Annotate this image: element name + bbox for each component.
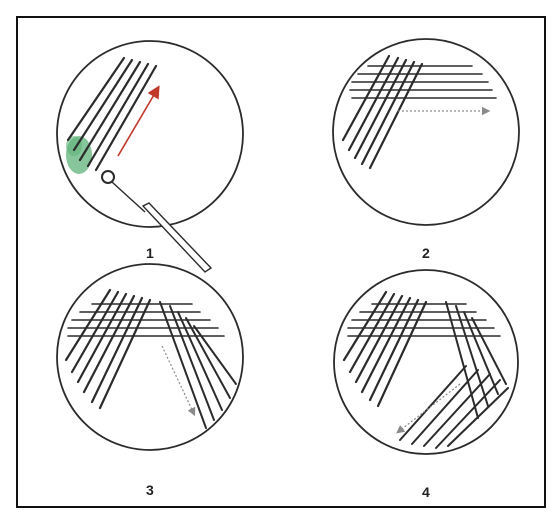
panel-2-label: 2 — [422, 245, 430, 261]
petri-dish-icon — [333, 39, 519, 225]
petri-dish-icon — [57, 264, 243, 450]
petri-dish-icon — [334, 270, 518, 454]
panel-2: 2 — [333, 39, 519, 261]
panel-3: 3 — [57, 264, 243, 498]
panel-3-label: 3 — [146, 482, 154, 498]
panel-4-label: 4 — [422, 484, 430, 500]
panel-1-label: 1 — [146, 245, 154, 261]
panel-4: 4 — [334, 270, 518, 500]
panel-1: 1 — [57, 41, 243, 272]
